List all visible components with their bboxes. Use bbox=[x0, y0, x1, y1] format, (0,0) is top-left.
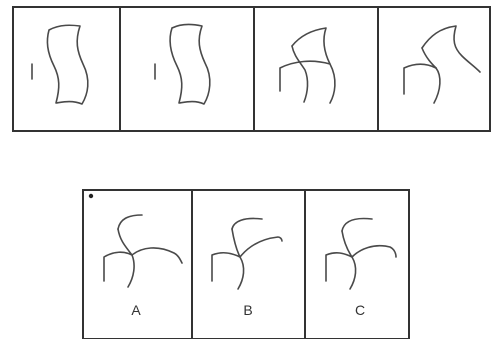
top-arm bbox=[342, 219, 372, 232]
corner-dot bbox=[89, 194, 93, 198]
right-arm bbox=[232, 229, 282, 257]
hook-arm bbox=[404, 64, 436, 94]
sequence-panel-1-figure bbox=[32, 25, 88, 104]
top-arm bbox=[118, 215, 142, 229]
hook-arm bbox=[326, 253, 352, 281]
option-c-label: C bbox=[355, 302, 365, 318]
option-a-figure bbox=[104, 215, 182, 287]
hook-arm bbox=[104, 252, 132, 281]
option-b-figure bbox=[212, 218, 282, 289]
sequence-panel-3-figure bbox=[280, 28, 335, 103]
right-arm bbox=[118, 229, 182, 263]
option-a-label: A bbox=[131, 302, 141, 318]
wavy-shape bbox=[47, 25, 87, 104]
answer-options-strip: A B C bbox=[82, 189, 410, 339]
lower-arm bbox=[434, 68, 440, 103]
sequence-panel-2-figure bbox=[155, 24, 210, 104]
option-c-figure bbox=[326, 219, 396, 290]
wavy-shape-open bbox=[170, 24, 210, 104]
lower-arm bbox=[350, 257, 356, 289]
option-b[interactable]: B bbox=[212, 218, 282, 318]
hook-arm bbox=[280, 61, 330, 91]
option-c[interactable]: C bbox=[326, 219, 396, 319]
question-sequence-strip bbox=[12, 6, 491, 132]
option-b-label: B bbox=[243, 302, 252, 318]
sequence-panel-4-figure bbox=[404, 26, 480, 103]
hook-arm bbox=[212, 253, 240, 281]
top-arm bbox=[232, 218, 262, 229]
lower-arm bbox=[292, 46, 308, 102]
lower-arm bbox=[128, 255, 134, 287]
right-arm bbox=[342, 231, 396, 257]
wavy-arm bbox=[292, 28, 335, 103]
question-sequence-figure bbox=[12, 6, 491, 132]
answer-options-figure: A B C bbox=[82, 189, 410, 339]
lower-arm bbox=[238, 257, 244, 289]
option-a[interactable]: A bbox=[104, 215, 182, 318]
